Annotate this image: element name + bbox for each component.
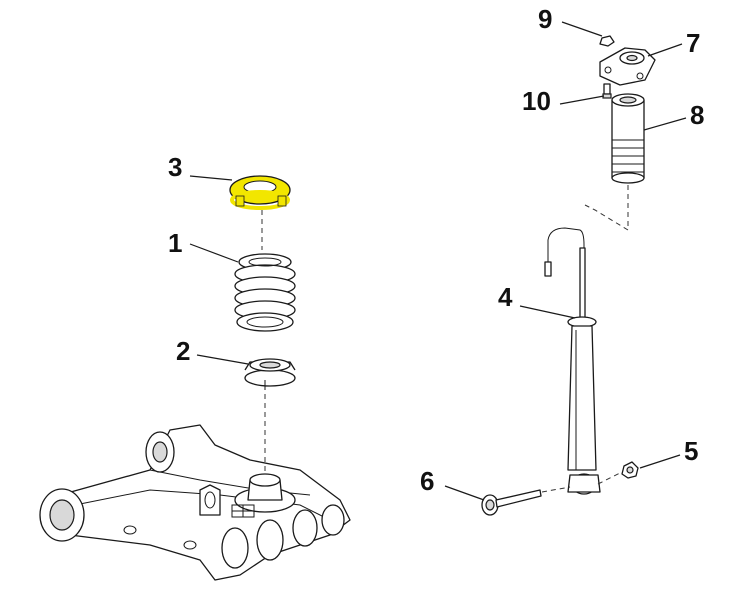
coil-spring[interactable] (234, 253, 296, 332)
upper-mount[interactable] (599, 47, 656, 86)
mount-bolt[interactable] (602, 83, 612, 99)
callout-4: 4 (498, 282, 513, 312)
bolt-axis-line (541, 486, 571, 493)
rear-subframe (39, 424, 351, 581)
callout-labels: 3 1 2 4 5 6 7 8 9 10 (168, 4, 704, 496)
callout-3: 3 (168, 152, 182, 182)
callout-6: 6 (420, 466, 434, 496)
leader-lines (189, 21, 687, 501)
shock-absorber[interactable] (544, 227, 601, 495)
dust-boot[interactable] (611, 93, 645, 184)
mount-nut[interactable] (599, 35, 615, 47)
upper-spring-seat[interactable] (229, 175, 291, 210)
callout-2: 2 (176, 336, 190, 366)
lower-spring-seat[interactable] (244, 358, 296, 390)
callout-1: 1 (168, 228, 182, 258)
callout-5: 5 (684, 436, 698, 466)
bolt[interactable] (481, 489, 542, 516)
nut-axis-line (597, 471, 623, 485)
shock-axis-line (584, 185, 629, 231)
callout-9: 9 (538, 4, 552, 34)
nut[interactable] (621, 461, 639, 479)
callout-10: 10 (522, 86, 551, 116)
callout-8: 8 (690, 100, 704, 130)
callout-7: 7 (686, 28, 700, 58)
